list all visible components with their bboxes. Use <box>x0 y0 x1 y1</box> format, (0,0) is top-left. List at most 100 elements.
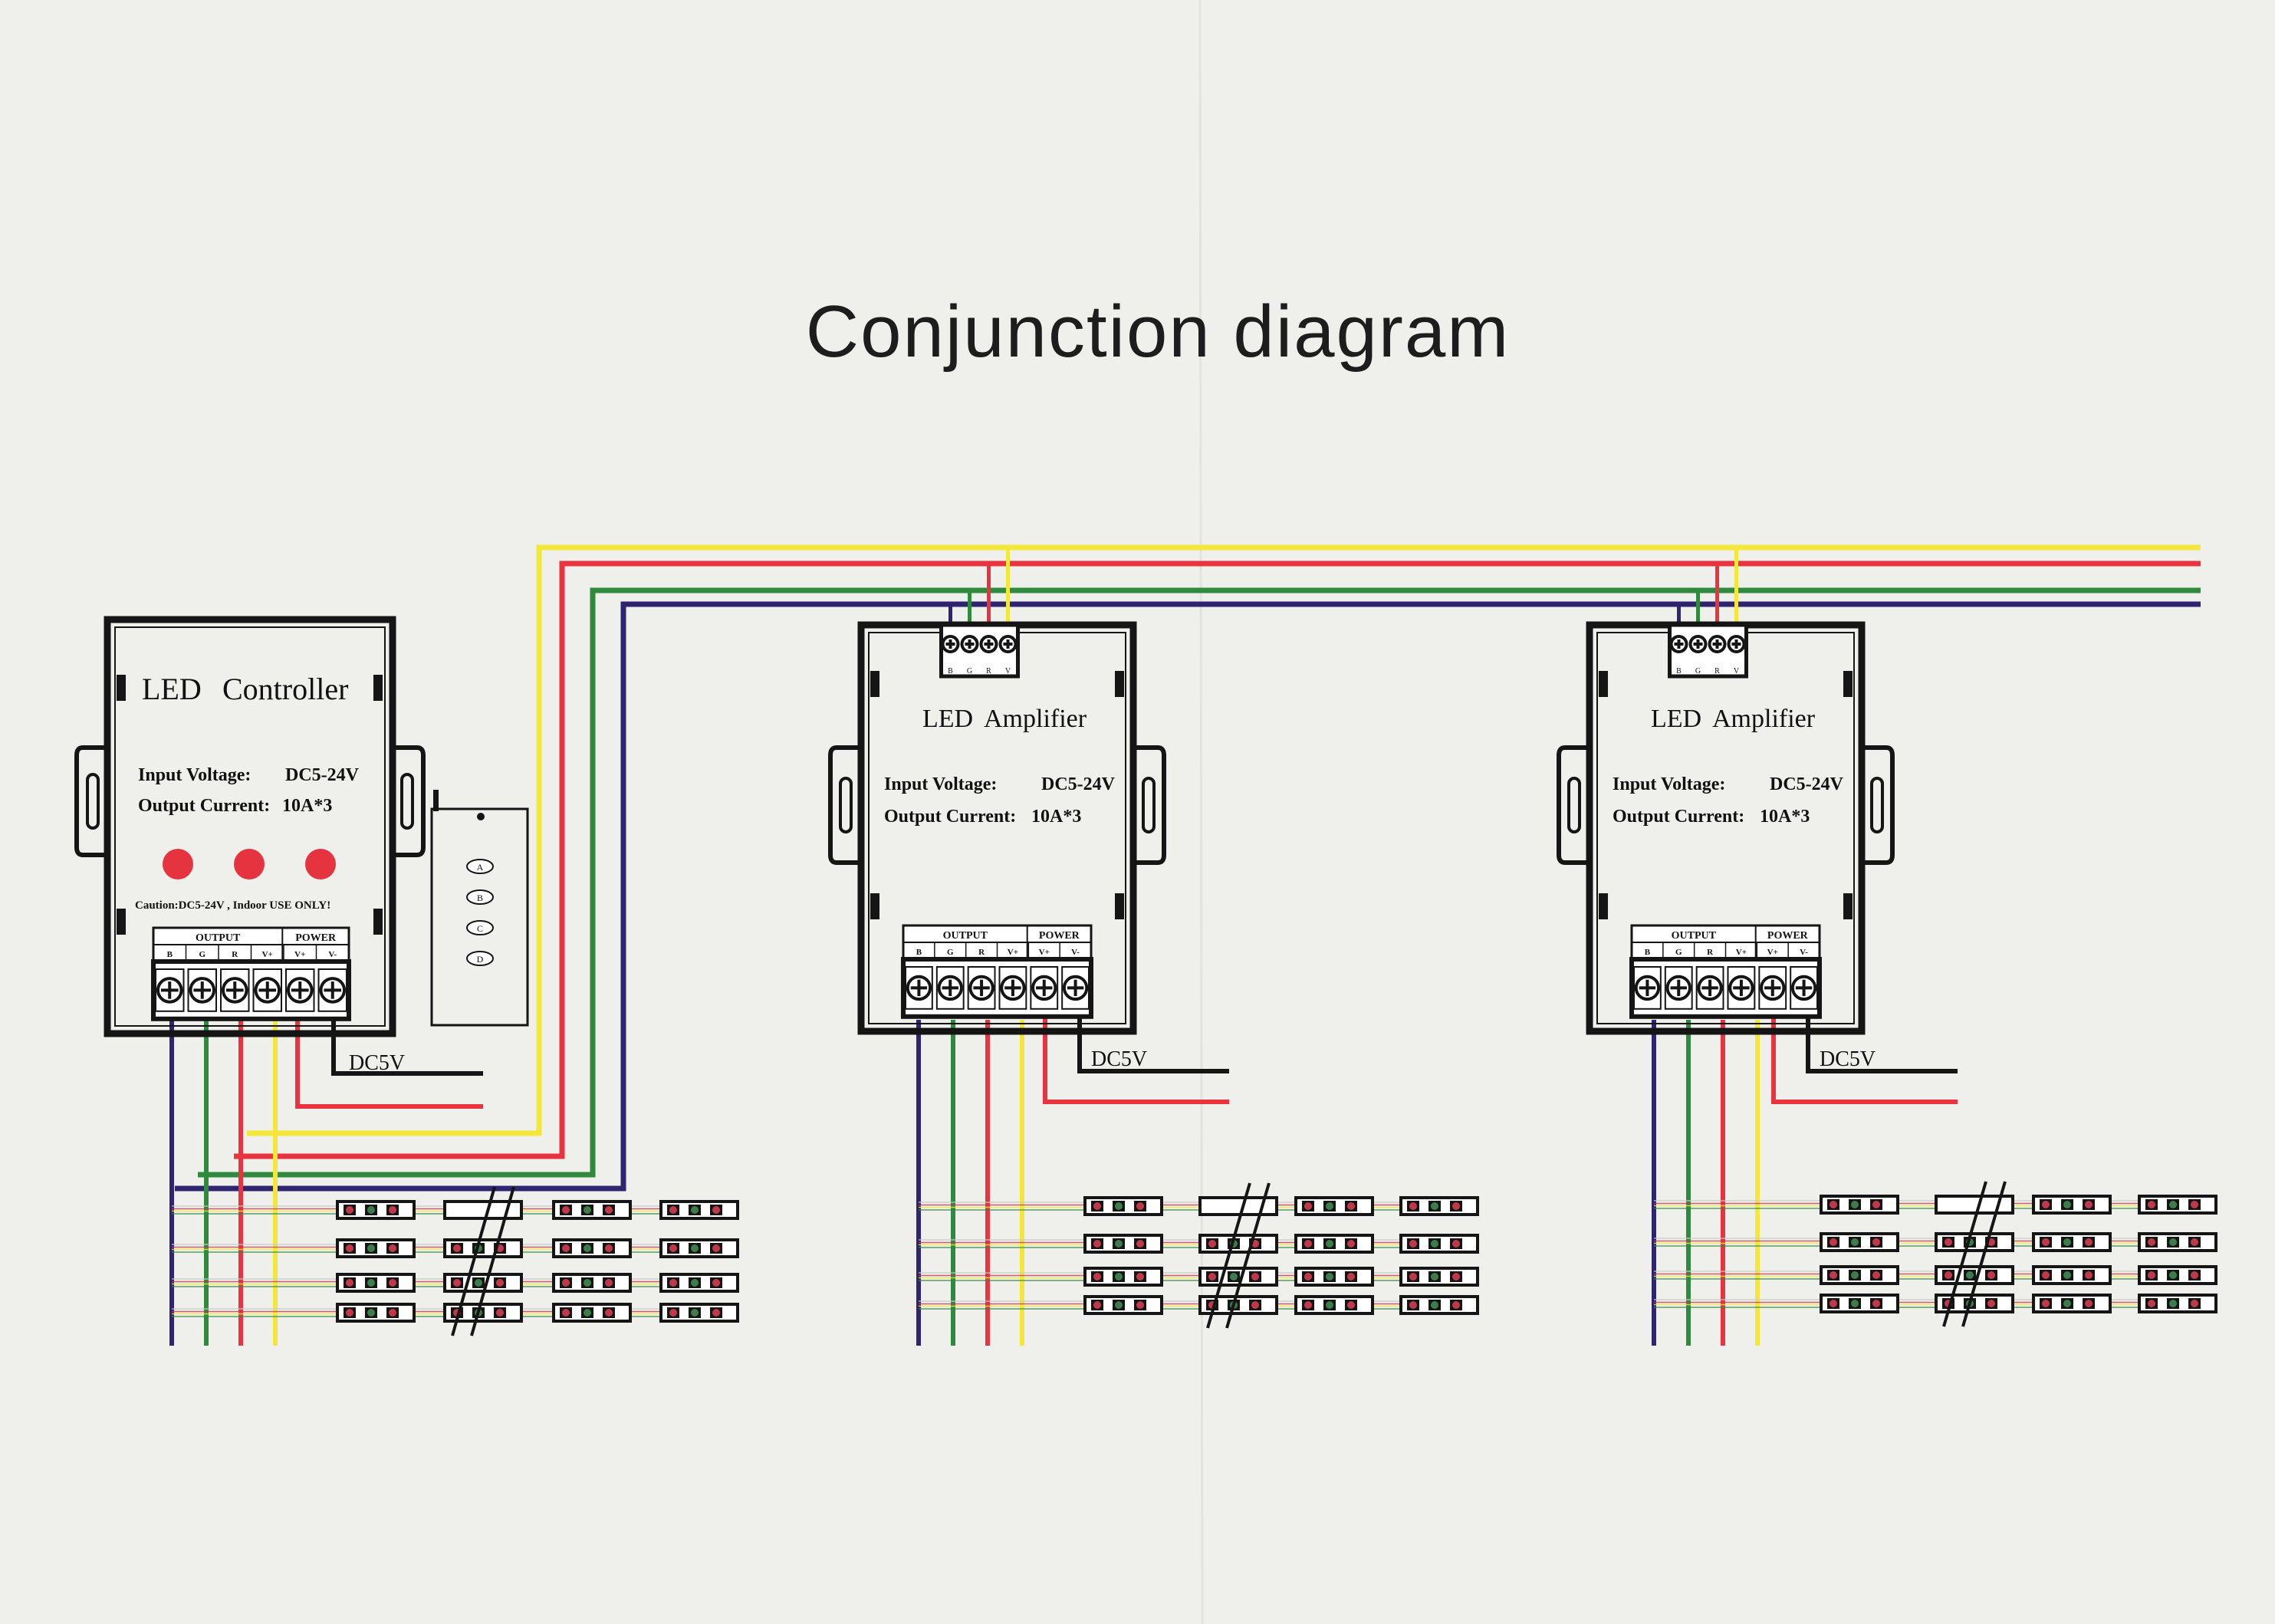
led-module <box>1083 1295 1163 1315</box>
terminal-pin-label: B <box>167 950 173 959</box>
led-module <box>2138 1232 2217 1252</box>
dc5v-label: DC5V <box>1091 1047 1147 1071</box>
caution-text: Caution:DC5-24V , Indoor USE ONLY! <box>135 899 330 912</box>
led-module <box>2032 1265 2112 1285</box>
screw-terminal-icon <box>1728 975 1754 1001</box>
led-dot <box>584 1279 591 1287</box>
terminal-slot <box>285 968 315 1012</box>
led-dot <box>1136 1202 1144 1210</box>
led-dot <box>1304 1301 1312 1309</box>
led-dot <box>605 1279 613 1287</box>
led-module <box>443 1238 523 1258</box>
led-dot <box>691 1206 699 1214</box>
input-pin-label: V <box>1734 667 1740 676</box>
led-dot <box>1945 1271 1952 1279</box>
led-dot <box>389 1279 396 1287</box>
power-header-label: POWER <box>1767 930 1809 942</box>
terminal-slot <box>1664 966 1693 1010</box>
led-dot <box>669 1309 677 1317</box>
led-module <box>1294 1295 1374 1315</box>
input-voltage-label: Input Voltage: <box>138 765 251 785</box>
remote-button-label: A <box>477 862 484 873</box>
terminal-slot <box>317 968 347 1012</box>
terminal-pin-label: R <box>978 948 985 957</box>
screw-terminal-icon <box>1634 975 1661 1001</box>
led-dot <box>2042 1271 2050 1279</box>
led-dot <box>1409 1202 1417 1210</box>
led-module <box>1820 1265 1899 1285</box>
amplifier-name-right: Amplifier <box>1712 705 1816 733</box>
led-dot <box>691 1279 699 1287</box>
branch-wires <box>169 547 2216 1346</box>
remote-button-d <box>466 951 494 966</box>
led-module <box>2032 1294 2112 1313</box>
led-dot <box>1851 1271 1859 1279</box>
led-dot <box>346 1206 353 1214</box>
bus-wire-yellow <box>247 544 2201 1136</box>
screw-terminal-icon <box>998 635 1018 653</box>
led-dot <box>1347 1273 1355 1280</box>
led-strips <box>336 1181 2217 1336</box>
led-dot <box>1851 1300 1859 1307</box>
led-module <box>1198 1267 1278 1287</box>
screw-terminal-icon <box>286 977 314 1004</box>
led-module <box>659 1273 739 1293</box>
led-dot <box>562 1206 570 1214</box>
led-module <box>1935 1265 2014 1285</box>
case-clip <box>1599 671 1608 697</box>
led-module <box>1399 1295 1479 1315</box>
led-dot <box>496 1309 504 1317</box>
terminal-slot <box>1695 966 1724 1010</box>
terminal-slot <box>1758 966 1787 1010</box>
screw-terminal-icon <box>1760 975 1786 1001</box>
remote-button-label: B <box>477 893 483 903</box>
led-dot <box>346 1309 353 1317</box>
led-dot <box>1431 1301 1438 1309</box>
led-dot <box>1326 1202 1333 1210</box>
terminal-housing <box>901 957 1093 1019</box>
bus-wire-red <box>234 561 2201 1159</box>
led-module <box>336 1273 416 1293</box>
terminal-pin-label: R <box>232 950 238 959</box>
led-dot <box>691 1309 699 1317</box>
led-dot <box>605 1244 613 1252</box>
led-dot <box>1945 1238 1952 1246</box>
power-wire-black <box>331 1006 483 1076</box>
screw-terminal-icon <box>1688 635 1708 653</box>
led-dot <box>2148 1271 2155 1279</box>
led-dot <box>1230 1273 1238 1280</box>
led-dot <box>1208 1273 1216 1280</box>
remote-button-label: C <box>477 923 483 934</box>
signal-bus-wires <box>175 544 2201 1192</box>
terminal-slot <box>967 966 996 1010</box>
led-dot <box>584 1206 591 1214</box>
led-dot <box>562 1279 570 1287</box>
cut-mark <box>1942 1181 1987 1327</box>
terminal-slot <box>187 968 217 1012</box>
led-dot <box>2191 1238 2198 1246</box>
power-wire-red <box>295 1006 483 1109</box>
remote-button-b <box>466 889 494 905</box>
led-module <box>2032 1195 2112 1215</box>
led-module-frame <box>1935 1195 2014 1215</box>
led-module <box>1294 1234 1374 1254</box>
led-dot <box>1851 1238 1859 1246</box>
led-dot <box>2085 1271 2093 1279</box>
led-dot <box>2063 1238 2071 1246</box>
terminal-pin-label: V+ <box>1008 948 1018 957</box>
paper-fold <box>1198 0 1204 1624</box>
led-dot <box>1093 1273 1101 1280</box>
led-dot <box>2085 1238 2093 1246</box>
led-dot <box>1136 1240 1144 1248</box>
remote-antenna <box>433 790 439 811</box>
led-dot <box>712 1279 720 1287</box>
led-module <box>552 1200 632 1220</box>
terminal-pin-label: V+ <box>1767 948 1778 957</box>
screw-terminal-icon <box>968 975 994 1001</box>
terminal-slot <box>1790 966 1819 1010</box>
page-title: Conjunction diagram <box>806 291 1511 373</box>
led-dot <box>1347 1202 1355 1210</box>
led-dot <box>1431 1273 1438 1280</box>
